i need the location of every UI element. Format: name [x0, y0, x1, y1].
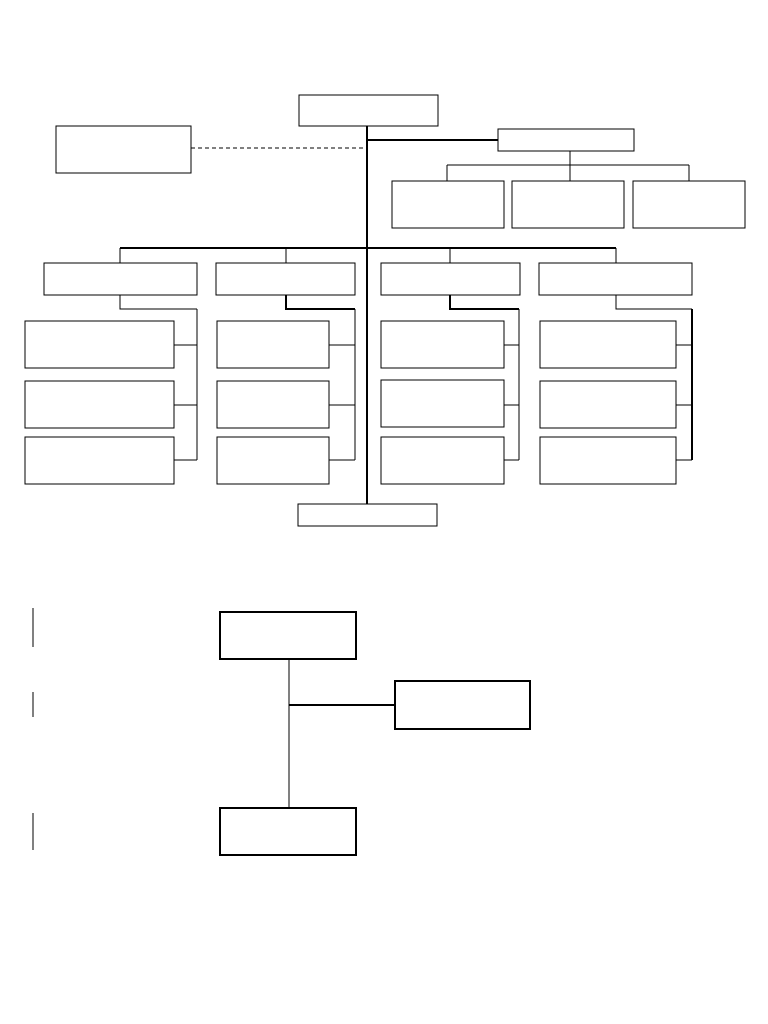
unit-node [216, 380, 330, 429]
legend-side-node [394, 680, 531, 730]
division-2-bracket-top [285, 295, 355, 310]
division-node [380, 262, 521, 296]
division-3-bracket-top [449, 295, 519, 310]
unit-node [24, 436, 175, 485]
unit-node [24, 380, 175, 429]
staff-head-node [497, 128, 635, 152]
staff-unit-node [511, 180, 625, 229]
unit-node [539, 436, 677, 485]
division-node [43, 262, 198, 296]
top-node [298, 94, 439, 127]
staff-unit-node [632, 180, 746, 229]
unit-node [216, 320, 330, 369]
unit-node [380, 379, 505, 428]
bottom-node [297, 503, 438, 527]
division-4-bracket-top [615, 295, 692, 310]
unit-node [24, 320, 175, 369]
org-chart [24, 94, 746, 527]
unit-node [539, 380, 677, 429]
org-connectors [119, 126, 693, 504]
legend-top-node [219, 611, 357, 660]
unit-node [216, 436, 330, 485]
division-node [538, 262, 693, 296]
legend-chart [32, 608, 531, 856]
staff-unit-node [391, 180, 505, 229]
advisory-node [55, 125, 192, 174]
unit-node [539, 320, 677, 369]
legend-bottom-node [219, 807, 357, 856]
unit-node [380, 320, 505, 369]
division-node [215, 262, 356, 296]
unit-node [380, 436, 505, 485]
division-1-bracket-top [119, 295, 197, 310]
